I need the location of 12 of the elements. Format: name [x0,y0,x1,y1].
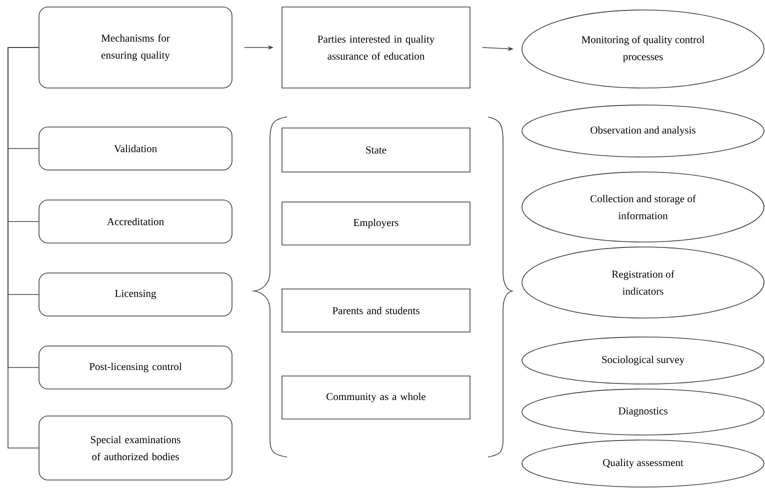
process-box: State [282,128,470,172]
process-box: Special examinations of authorized bodies [38,416,232,480]
process-box: Parents and students [282,288,470,332]
process-box: Licensing [38,272,232,316]
process-box: Parties interested in quality assurance of education [282,6,470,88]
connector-line [8,47,39,448]
process-box: Post-licensing control [38,346,232,390]
process-box: Validation [38,126,232,170]
process-box: Employers [282,202,470,246]
process-box: Accreditation [38,200,232,244]
process-box: Mechanisms for ensuring quality [38,6,232,88]
process-box: Community as a whole [282,376,470,420]
